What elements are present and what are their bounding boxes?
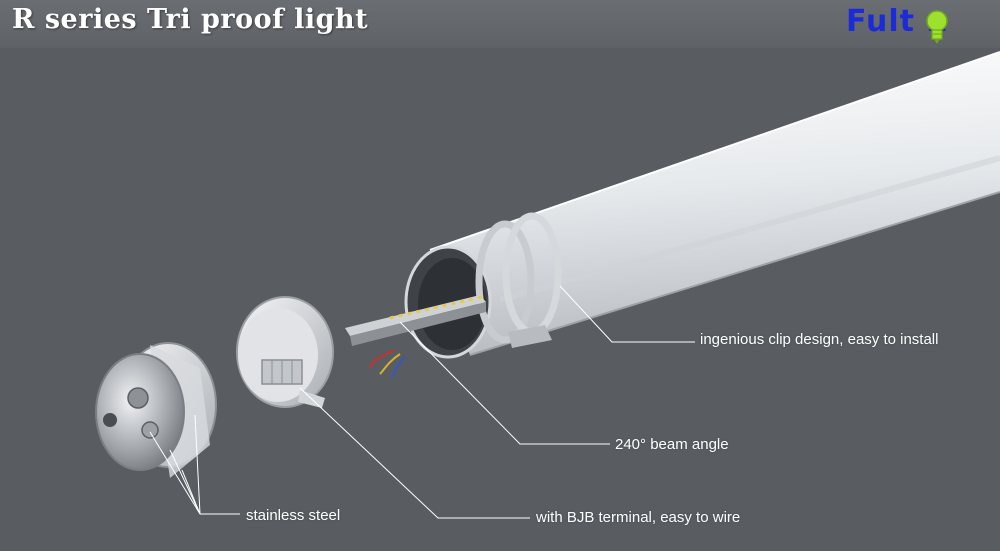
- callout-clip-design: ingenious clip design, easy to install: [700, 331, 939, 348]
- wires: [369, 349, 406, 379]
- header-band: [0, 0, 1000, 48]
- end-cap: [236, 296, 334, 408]
- lightbulb-icon: [926, 10, 948, 44]
- callout-beam-angle: 240° beam angle: [615, 436, 729, 453]
- clip-rings: [475, 212, 562, 348]
- page-title: R series Tri proof light: [12, 4, 369, 35]
- brand-logo: Fult n: [846, 4, 976, 46]
- leader-lines: [149, 285, 695, 519]
- tube-body: [404, 51, 1000, 359]
- callout-bjb-terminal: with BJB terminal, easy to wire: [536, 509, 741, 526]
- callout-stainless-steel: stainless steel: [246, 507, 341, 524]
- led-board: [345, 295, 486, 346]
- steel-cap: [95, 342, 217, 478]
